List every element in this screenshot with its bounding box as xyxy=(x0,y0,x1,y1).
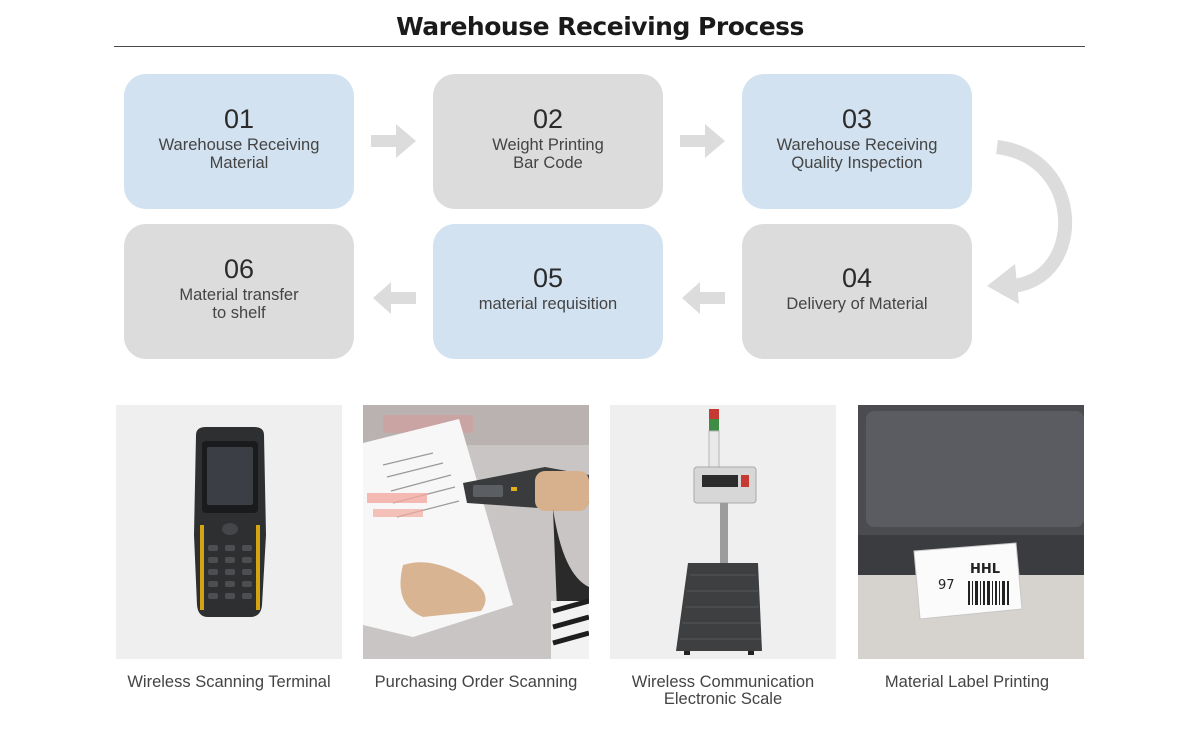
step-02-box: 02 Weight Printing Bar Code xyxy=(433,74,663,209)
step-label: Weight Printing Bar Code xyxy=(492,136,604,172)
step-01-box: 01 Warehouse Receiving Material xyxy=(124,74,354,209)
step-label: material requisition xyxy=(479,295,617,313)
caption-material-label-printing: Material Label Printing xyxy=(837,674,1097,691)
step-number: 04 xyxy=(841,262,873,293)
photo-electronic-scale xyxy=(610,405,836,659)
step-04-box: 04 Delivery of Material xyxy=(742,224,972,359)
caption-line: Wireless Communication xyxy=(631,673,815,691)
step-label-line: Quality Inspection xyxy=(791,153,923,172)
step-label: Material transfer to shelf xyxy=(179,286,298,322)
caption-purchasing-order-scanning: Purchasing Order Scanning xyxy=(346,674,606,691)
handheld-scanner-icon xyxy=(116,405,342,659)
step-label: Delivery of Material xyxy=(786,295,927,313)
step-label-line: Material xyxy=(209,153,269,172)
step-05-box: 05 material requisition xyxy=(433,224,663,359)
step-number: 02 xyxy=(532,103,564,134)
arrow-right-icon xyxy=(680,124,725,158)
step-label: Warehouse Receiving Material xyxy=(159,136,320,172)
title-divider xyxy=(114,46,1085,47)
step-label-line: to shelf xyxy=(212,303,266,322)
label-number-text: 97 xyxy=(938,578,955,593)
label-brand-text: HHL xyxy=(970,562,1000,577)
step-label-line: Bar Code xyxy=(513,153,583,172)
step-label-line: Warehouse Receiving xyxy=(158,135,320,154)
step-number: 01 xyxy=(223,103,255,134)
step-number: 06 xyxy=(223,253,255,284)
caption-electronic-scale: Wireless Communication Electronic Scale xyxy=(593,674,853,708)
caption-line: Purchasing Order Scanning xyxy=(374,673,578,691)
step-06-box: 06 Material transfer to shelf xyxy=(124,224,354,359)
step-label-line: Material transfer xyxy=(179,285,299,304)
caption-wireless-scanning-terminal: Wireless Scanning Terminal xyxy=(99,674,359,691)
photo-purchasing-order-scanning xyxy=(363,405,589,659)
order-scanning-icon xyxy=(363,405,589,659)
step-03-box: 03 Warehouse Receiving Quality Inspectio… xyxy=(742,74,972,209)
arrow-left-icon xyxy=(373,282,416,314)
electronic-scale-icon xyxy=(610,405,836,659)
caption-line: Wireless Scanning Terminal xyxy=(127,673,331,691)
arrow-left-icon xyxy=(682,282,725,314)
step-number: 05 xyxy=(532,262,564,293)
photo-wireless-scanning-terminal xyxy=(116,405,342,659)
step-label: Warehouse Receiving Quality Inspection xyxy=(777,136,938,172)
caption-line: Electronic Scale xyxy=(663,690,783,708)
photo-label-printer: HHL 97 xyxy=(858,405,1084,659)
step-label-line: Delivery of Material xyxy=(786,294,928,313)
step-label-line: material requisition xyxy=(478,294,618,313)
arrow-right-icon xyxy=(371,124,416,158)
step-number: 03 xyxy=(841,103,873,134)
label-printer-icon: HHL 97 xyxy=(858,405,1084,659)
curved-arrow-icon xyxy=(987,140,1073,304)
caption-line: Material Label Printing xyxy=(884,673,1050,691)
step-label-line: Weight Printing xyxy=(492,135,604,154)
step-label-line: Warehouse Receiving xyxy=(776,135,938,154)
page-title: Warehouse Receiving Process xyxy=(396,12,804,41)
